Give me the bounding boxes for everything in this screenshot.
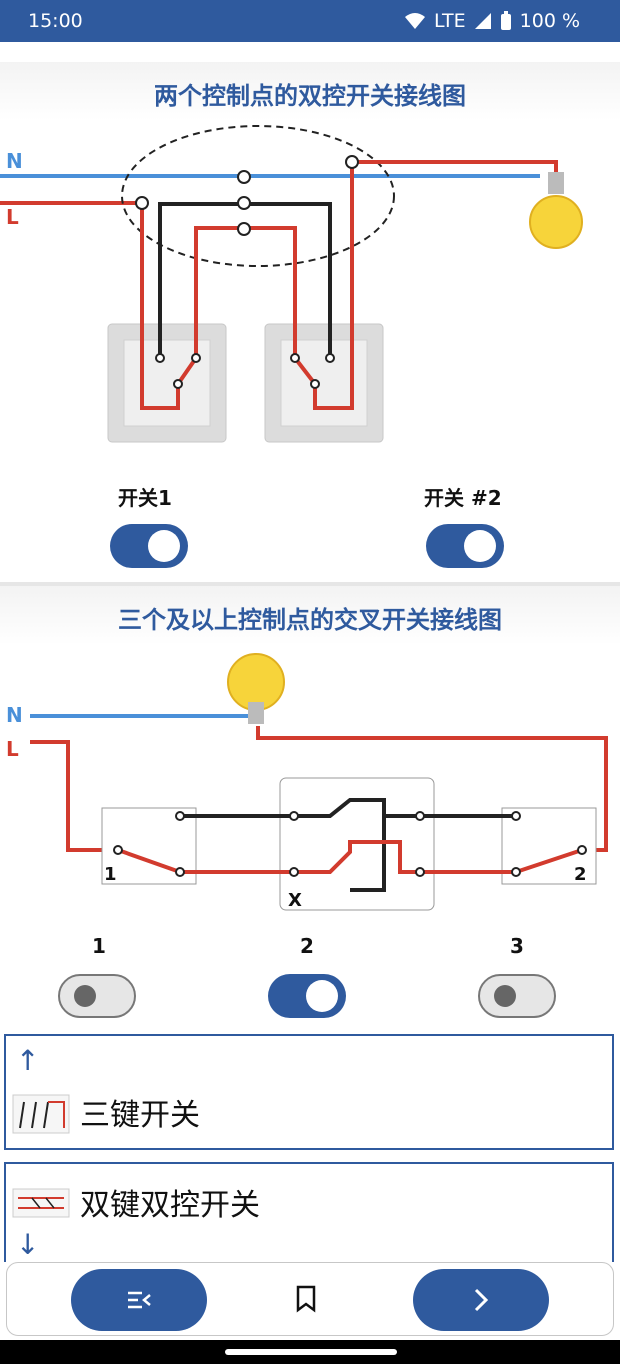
section1-title: 两个控制点的双控开关接线图: [0, 62, 620, 121]
junction-ellipse: [121, 125, 395, 267]
switch2-toggle[interactable]: [426, 524, 504, 568]
section2-title: 三个及以上控制点的交叉开关接线图: [0, 586, 620, 645]
cross-toggle-1[interactable]: [58, 974, 136, 1018]
live-path-1: [140, 203, 198, 410]
network-label: LTE: [434, 10, 466, 32]
bookmark-icon: [296, 1285, 316, 1313]
toggle2-label: 2: [300, 934, 314, 958]
toggle3-label: 3: [510, 934, 524, 958]
n-label-2: N: [6, 703, 23, 727]
box2-label: 2: [574, 864, 587, 885]
switch2-label: 开关 #2: [424, 486, 502, 510]
arrow-down-icon[interactable]: ↓: [16, 1228, 40, 1261]
wifi-icon: [405, 13, 426, 29]
switch1-label: 开关1: [118, 486, 172, 510]
menu-back-icon: [128, 1291, 151, 1309]
cross-toggle-2[interactable]: [268, 974, 346, 1018]
diagram-two-way: N L: [0, 125, 583, 443]
cross-toggle-3[interactable]: [478, 974, 556, 1018]
double-key-thumb-icon: [12, 1188, 70, 1218]
section-divider: [0, 582, 620, 586]
bottom-nav: [6, 1262, 614, 1336]
home-indicator-bar: [0, 1340, 620, 1364]
double-key-title: 双键双控开关: [80, 1188, 260, 1223]
chevron-right-icon: [474, 1288, 489, 1312]
status-bar: 15:00 LTE 100 %: [0, 0, 620, 42]
bulb-icon-2: [227, 653, 285, 724]
next-button[interactable]: [413, 1269, 549, 1331]
list-item-three-key[interactable]: ↑ 三键开关: [4, 1034, 614, 1150]
box1-label: 1: [104, 864, 117, 885]
battery-icon: [500, 11, 511, 30]
bookmark-button[interactable]: [295, 1285, 317, 1317]
boxx-label: X: [288, 890, 302, 911]
l-label-2: L: [6, 737, 19, 761]
arrow-up-icon[interactable]: ↑: [16, 1044, 40, 1077]
battery-label: 100 %: [519, 10, 580, 32]
diagram-cross: N L 1 X 2: [6, 653, 608, 911]
n-label: N: [6, 149, 23, 173]
switched-live-2: [256, 726, 608, 852]
bulb-icon-1: [529, 172, 583, 249]
switch1-toggle[interactable]: [110, 524, 188, 568]
l-label: L: [6, 205, 19, 229]
menu-button[interactable]: [71, 1269, 207, 1331]
status-time: 15:00: [28, 10, 83, 32]
live-in: [30, 740, 118, 852]
toggle1-label: 1: [92, 934, 106, 958]
three-key-thumb-icon: [12, 1094, 70, 1134]
status-right: LTE 100 %: [404, 10, 580, 32]
three-key-title: 三键开关: [80, 1098, 200, 1133]
list-item-double-key[interactable]: 双键双控开关 ↓: [4, 1162, 614, 1262]
signal-icon: [474, 13, 491, 29]
